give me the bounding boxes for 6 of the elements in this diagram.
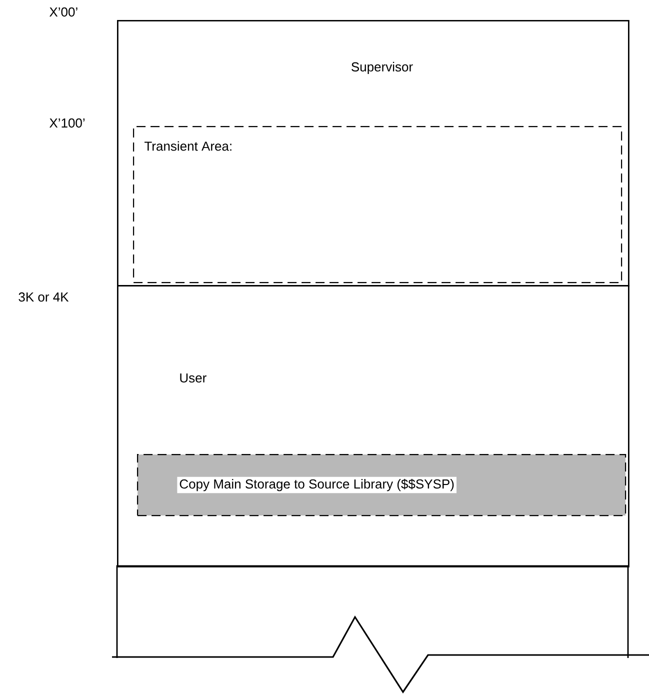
address-label: 3K or 4K <box>18 292 69 302</box>
address-label: X’00’ <box>50 7 78 17</box>
transient-area-box: Transient Area: <box>133 126 622 284</box>
program-box: Copy Main Storage to Source Library ($$SYSP) <box>137 454 626 516</box>
address-label: X’100’ <box>50 118 85 128</box>
storage-band <box>116 565 629 658</box>
